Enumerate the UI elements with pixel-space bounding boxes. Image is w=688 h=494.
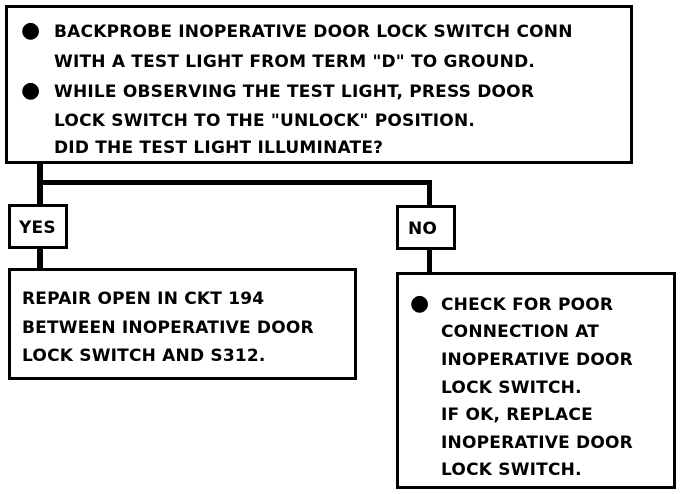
no-result-line-1: CHECK FOR POOR — [441, 295, 614, 315]
question-line-4: LOCK SWITCH TO THE "UNLOCK" POSITION. — [54, 111, 476, 131]
question-box: ● BACKPROBE INOPERATIVE DOOR LOCK SWITCH… — [5, 5, 633, 164]
no-label-box: NO — [396, 205, 456, 250]
no-result-line-7: LOCK SWITCH. — [441, 460, 582, 480]
connector-no-down — [427, 248, 432, 274]
no-label: NO — [408, 219, 438, 239]
yes-label-box: YES — [8, 204, 68, 249]
question-line-5: DID THE TEST LIGHT ILLUMINATE? — [54, 138, 384, 158]
question-line-1: BACKPROBE INOPERATIVE DOOR LOCK SWITCH C… — [54, 22, 573, 42]
yes-label: YES — [19, 218, 56, 238]
bullet-icon: ● — [21, 18, 41, 43]
yes-result-line-2: BETWEEN INOPERATIVE DOOR — [22, 318, 314, 338]
no-result-line-3: INOPERATIVE DOOR — [441, 350, 633, 370]
no-result-line-2: CONNECTION AT — [441, 322, 600, 342]
connector-to-no — [427, 180, 432, 206]
connector-horizontal — [37, 180, 432, 185]
no-result-line-5: IF OK, REPLACE — [441, 405, 593, 425]
bullet-icon: ● — [21, 78, 41, 103]
yes-result-box: REPAIR OPEN IN CKT 194 BETWEEN INOPERATI… — [8, 268, 357, 380]
yes-result-line-3: LOCK SWITCH AND S312. — [22, 346, 266, 366]
connector-yes-down — [37, 246, 43, 270]
no-result-line-4: LOCK SWITCH. — [441, 378, 582, 398]
no-result-line-6: INOPERATIVE DOOR — [441, 433, 633, 453]
no-result-box: ● CHECK FOR POOR CONNECTION AT INOPERATI… — [396, 272, 676, 489]
question-line-2: WITH A TEST LIGHT FROM TERM "D" TO GROUN… — [54, 52, 536, 72]
bullet-icon: ● — [410, 291, 430, 316]
yes-result-line-1: REPAIR OPEN IN CKT 194 — [22, 289, 265, 309]
question-line-3: WHILE OBSERVING THE TEST LIGHT, PRESS DO… — [54, 82, 535, 102]
